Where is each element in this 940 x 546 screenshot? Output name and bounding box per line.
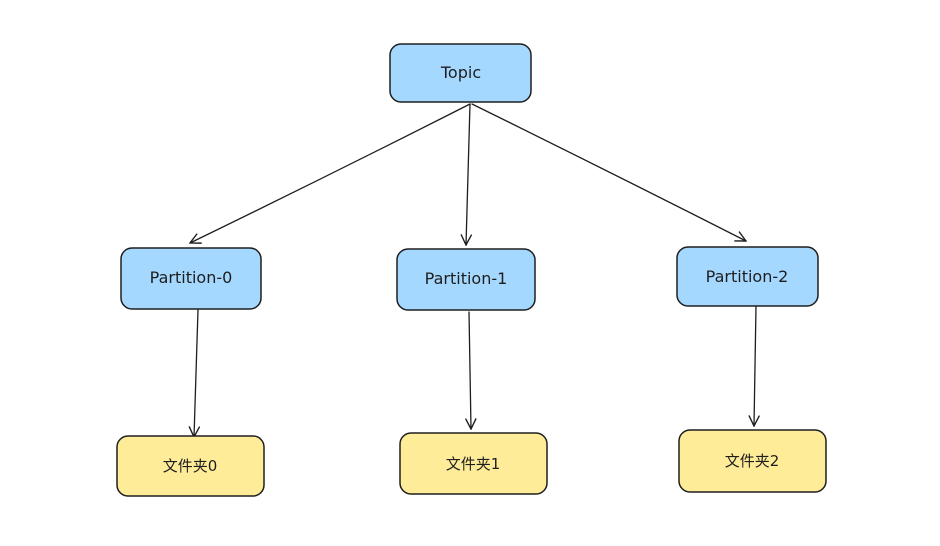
folder-label-0: 文件夹0 — [163, 457, 218, 475]
edge-topic-to-partition-2 — [471, 103, 746, 241]
partition-label-1: Partition-1 — [425, 269, 508, 288]
folder-label-1: 文件夹1 — [446, 455, 501, 473]
edge-topic-to-partition-0 — [190, 103, 471, 243]
partition-label-0: Partition-0 — [150, 268, 233, 287]
partition-label-2: Partition-2 — [706, 267, 789, 286]
edge-partition-2-to-folder-2 — [754, 305, 756, 426]
folder-node-2: 文件夹2 — [678, 429, 827, 493]
topic-label: Topic — [440, 63, 481, 82]
folder-node-1: 文件夹1 — [399, 432, 548, 495]
folder-node-0: 文件夹0 — [116, 435, 265, 497]
folder-label-2: 文件夹2 — [725, 452, 780, 470]
topic-node: Topic — [389, 43, 532, 103]
edges — [190, 103, 756, 437]
edge-topic-to-partition-1 — [466, 103, 470, 245]
edge-partition-0-to-folder-0 — [194, 309, 198, 437]
partition-node-1: Partition-1 — [396, 248, 536, 311]
partition-node-0: Partition-0 — [120, 247, 262, 310]
partition-node-2: Partition-2 — [676, 246, 819, 307]
edge-partition-1-to-folder-1 — [469, 311, 471, 429]
